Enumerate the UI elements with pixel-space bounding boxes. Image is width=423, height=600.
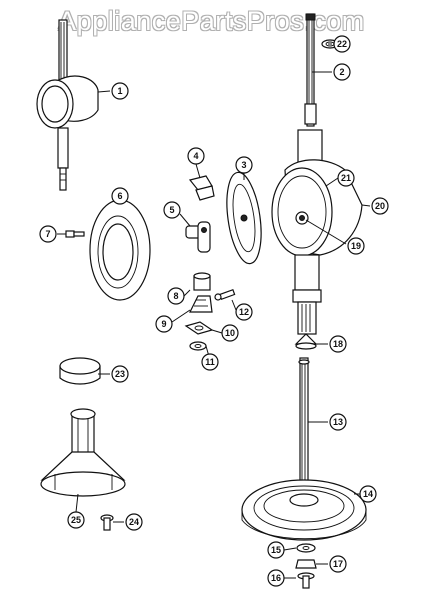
part-2-shaft <box>304 13 317 127</box>
svg-text:24: 24 <box>129 517 139 527</box>
svg-text:20: 20 <box>375 201 385 211</box>
part-17-nut <box>295 559 317 569</box>
part-20-housing <box>271 129 363 335</box>
callout-1: 1 <box>111 82 129 100</box>
callout-16: 16 <box>267 569 285 587</box>
svg-text:6: 6 <box>117 191 122 201</box>
svg-text:12: 12 <box>239 307 249 317</box>
part-9-pinion <box>189 295 213 313</box>
svg-text:4: 4 <box>193 151 198 161</box>
callout-12: 12 <box>235 303 253 321</box>
part-4-clip <box>188 175 215 201</box>
callout-17: 17 <box>329 555 347 573</box>
svg-text:9: 9 <box>161 319 166 329</box>
callout-20: 20 <box>371 197 389 215</box>
part-10-washer <box>184 321 214 335</box>
part-7-screw <box>65 230 85 238</box>
callout-19: 19 <box>347 237 365 255</box>
svg-text:21: 21 <box>341 173 351 183</box>
part-14-pulley <box>241 479 367 541</box>
part-25-agitator-base <box>40 408 126 497</box>
callout-4: 4 <box>187 147 205 165</box>
part-11-ring <box>189 341 207 351</box>
callout-11: 11 <box>201 353 219 371</box>
svg-text:23: 23 <box>115 369 125 379</box>
svg-text:16: 16 <box>271 573 281 583</box>
callout-9: 9 <box>155 315 173 333</box>
svg-text:1: 1 <box>117 86 122 96</box>
svg-text:19: 19 <box>351 241 361 251</box>
svg-text:8: 8 <box>173 291 178 301</box>
part-3-gear <box>226 171 262 265</box>
part-18-seal <box>294 333 318 350</box>
svg-text:7: 7 <box>45 229 50 239</box>
callout-5: 5 <box>163 201 181 219</box>
callout-21: 21 <box>337 169 355 187</box>
svg-text:15: 15 <box>271 545 281 555</box>
part-6-cover-plate <box>89 199 151 301</box>
part-23-cap <box>59 357 101 385</box>
svg-text:13: 13 <box>333 417 343 427</box>
svg-text:18: 18 <box>333 339 343 349</box>
callout-23: 23 <box>111 365 129 383</box>
part-13-drive-shaft <box>298 357 310 495</box>
callout-8: 8 <box>167 287 185 305</box>
callout-25: 25 <box>67 511 85 529</box>
callout-7: 7 <box>39 225 57 243</box>
callout-24: 24 <box>125 513 143 531</box>
svg-text:5: 5 <box>169 205 174 215</box>
part-5-crank <box>185 221 211 253</box>
leader-lines <box>57 43 371 579</box>
callout-14: 14 <box>359 485 377 503</box>
callout-10: 10 <box>221 324 239 342</box>
part-16-bolt <box>297 572 315 589</box>
svg-text:17: 17 <box>333 559 343 569</box>
svg-text:3: 3 <box>241 160 246 170</box>
part-24-screw <box>100 514 114 531</box>
svg-text:22: 22 <box>337 39 347 49</box>
svg-text:11: 11 <box>205 357 215 367</box>
callout-13: 13 <box>329 413 347 431</box>
svg-text:2: 2 <box>339 67 344 77</box>
callout-15: 15 <box>267 541 285 559</box>
svg-text:25: 25 <box>71 515 81 525</box>
callout-3: 3 <box>235 156 253 174</box>
svg-text:10: 10 <box>225 328 235 338</box>
part-8-bushing <box>193 272 211 291</box>
callout-2: 2 <box>333 63 351 81</box>
part-12-bolt <box>214 288 236 301</box>
callout-22: 22 <box>333 35 351 53</box>
svg-text:14: 14 <box>363 489 373 499</box>
part-15-washer <box>296 543 316 553</box>
part-1-gear-case <box>36 19 99 191</box>
callout-18: 18 <box>329 335 347 353</box>
callout-6: 6 <box>111 187 129 205</box>
